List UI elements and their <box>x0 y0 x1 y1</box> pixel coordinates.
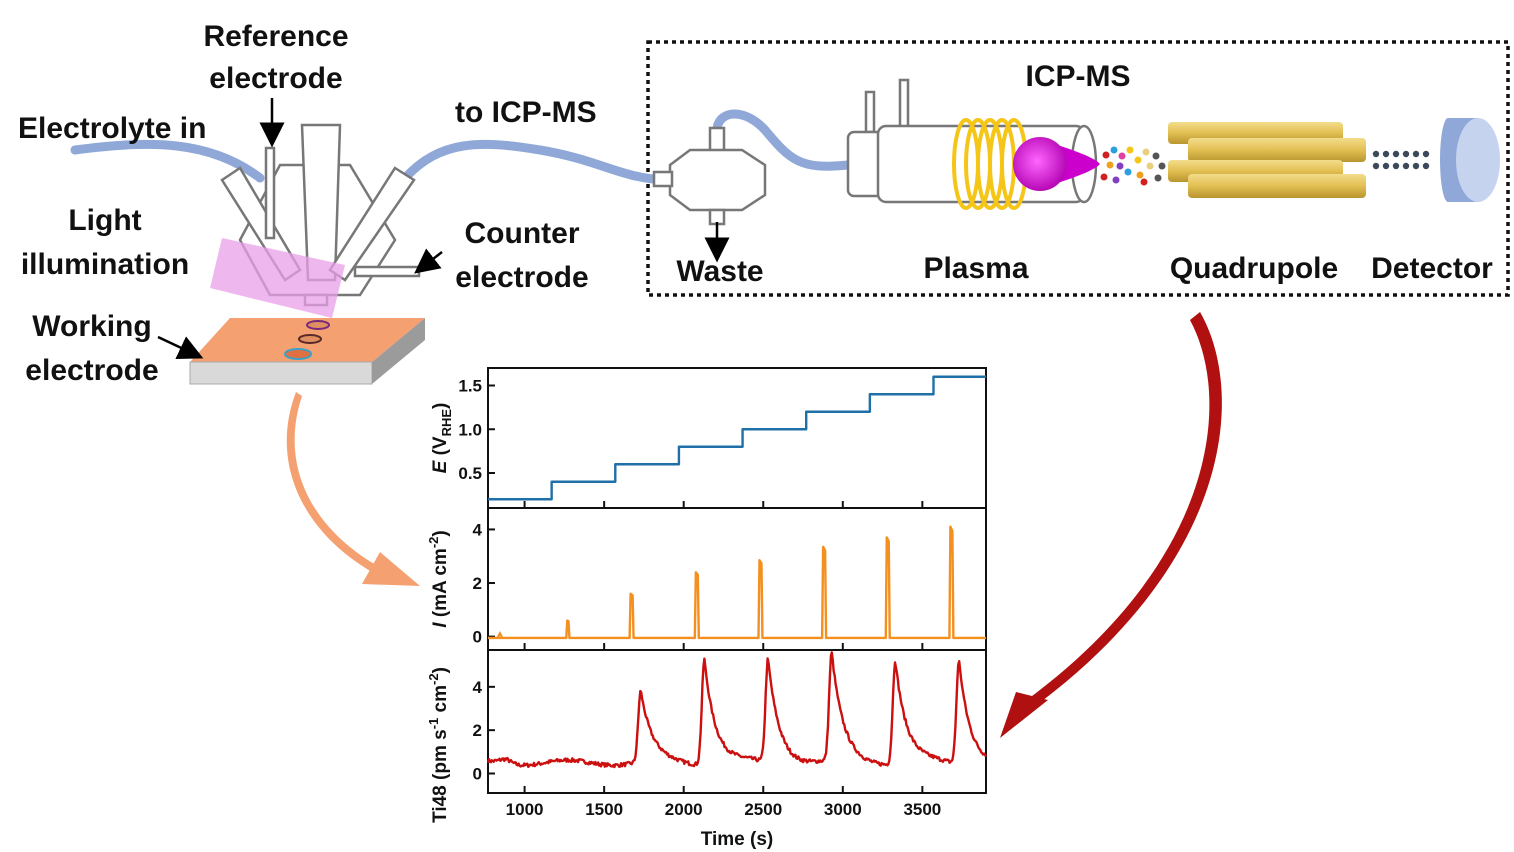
ytick-label-potential: 1.0 <box>458 420 482 439</box>
series-line-potential <box>488 375 986 501</box>
xtick-label: 3000 <box>824 800 862 819</box>
ytick-label-current: 2 <box>473 574 482 593</box>
label-reference-line1: Reference <box>203 20 348 53</box>
quadrupole-rods <box>1168 122 1366 198</box>
series-line-current <box>488 525 986 640</box>
outlet-tube <box>400 139 670 185</box>
xtick-label: 2000 <box>665 800 703 819</box>
ytick-label-ti48: 0 <box>473 765 482 784</box>
label-icpms: ICP-MS <box>1026 60 1131 93</box>
label-detector: Detector <box>1371 252 1493 285</box>
xtick-label: 2500 <box>744 800 782 819</box>
light-beam <box>210 238 345 318</box>
label-counter-line2: electrode <box>455 261 588 294</box>
label-waste: Waste <box>676 255 763 288</box>
ytick-label-potential: 1.5 <box>458 377 482 396</box>
electrolyte-in-tube <box>70 139 265 183</box>
label-plasma: Plasma <box>923 252 1028 285</box>
label-working-line2: electrode <box>25 354 158 387</box>
xtick-label: 3500 <box>903 800 941 819</box>
label-working-line1: Working <box>32 310 151 343</box>
y-axis-label-ti48: Ti48 (pm s-1 cm-2) <box>426 667 451 823</box>
label-reference-line2: electrode <box>209 62 342 95</box>
red-curved-arrow <box>1000 312 1222 738</box>
working-electrode-plate <box>189 318 425 385</box>
plasma-torch <box>846 78 1098 204</box>
counter-pointer-arrow <box>414 248 443 274</box>
xtick-label: 1500 <box>585 800 623 819</box>
x-axis-label: Time (s) <box>701 829 774 850</box>
label-light-line1: Light <box>68 204 141 237</box>
ion-beam <box>1100 146 1166 186</box>
xtick-label: 1000 <box>506 800 544 819</box>
label-light-line2: illumination <box>21 248 189 281</box>
ytick-label-ti48: 4 <box>473 678 483 697</box>
ytick-label-potential: 0.5 <box>458 464 482 483</box>
plasma-flame <box>1013 137 1100 191</box>
panel-frame-ti48 <box>487 649 987 794</box>
ytick-label-ti48: 2 <box>473 721 482 740</box>
separated-ions <box>1372 150 1430 170</box>
spray-chamber <box>652 126 767 226</box>
series-blip-current <box>496 631 504 639</box>
label-quadrupole: Quadrupole <box>1170 252 1338 285</box>
label-electrolyte-in: Electrolyte in <box>18 112 206 145</box>
working-pointer-arrow <box>157 335 204 359</box>
label-to-icpms: to ICP-MS <box>455 96 597 129</box>
panel-frame-current <box>487 507 987 651</box>
panel-frame-potential <box>487 367 987 509</box>
transfer-tube <box>712 109 853 171</box>
ytick-label-current: 0 <box>473 628 482 647</box>
orange-curved-arrow <box>286 392 420 586</box>
label-counter-line1: Counter <box>465 217 580 250</box>
series-line-ti48 <box>486 651 988 769</box>
y-axis-label-potential: E (VRHE) <box>430 403 454 474</box>
icpms-box <box>646 40 1510 297</box>
ytick-label-current: 4 <box>473 520 483 539</box>
detector-disc <box>1440 118 1500 202</box>
y-axis-label-current: I (mA cm-2) <box>426 530 451 627</box>
